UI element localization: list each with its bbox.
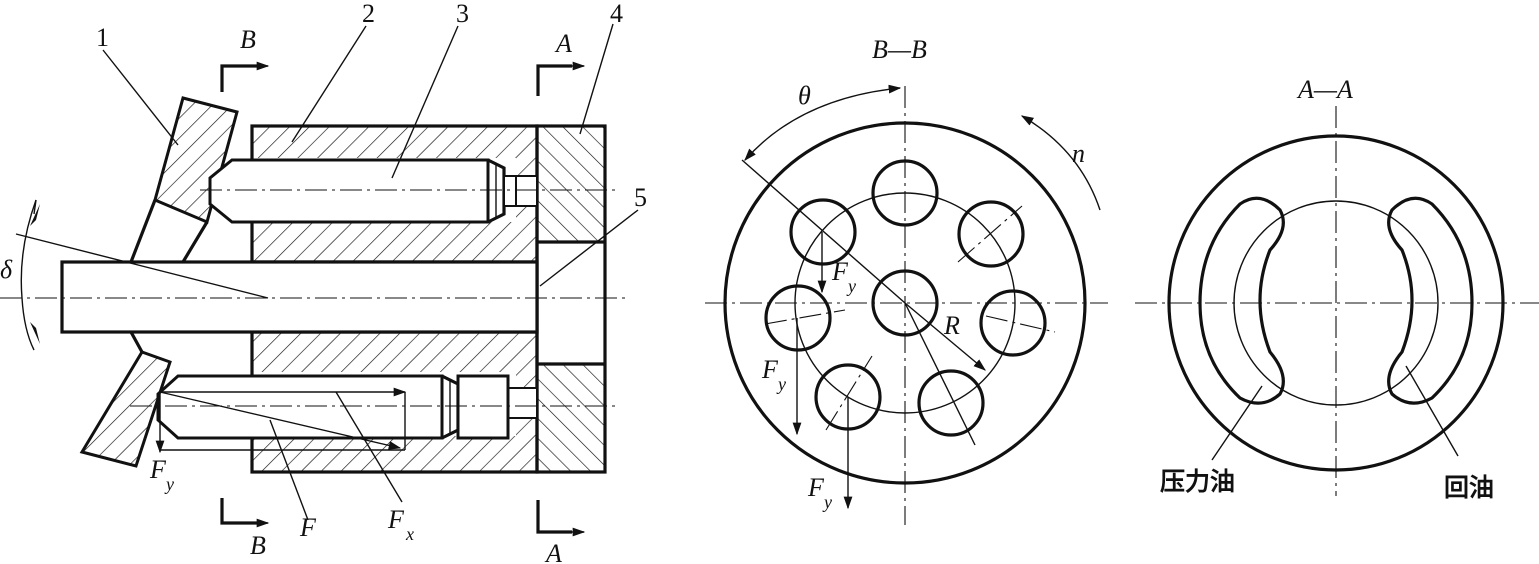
center-lines: [0, 189, 625, 407]
upper-piston: [208, 158, 517, 224]
svg-text:F: F: [807, 473, 825, 502]
label-section-a-bottom: A: [544, 539, 562, 564]
svg-text:F: F: [149, 455, 167, 484]
label-force-fy-3: F y: [807, 473, 832, 512]
return-oil-kidney-port: [1387, 196, 1474, 405]
label-bb-title: B—B: [872, 35, 927, 64]
label-force-fy-2: F y: [761, 355, 786, 394]
svg-text:y: y: [776, 374, 786, 394]
force-vectors: [155, 387, 407, 454]
drive-shaft: [60, 260, 539, 334]
label-pressure-oil: 压力油: [1160, 467, 1235, 496]
label-r: R: [943, 311, 960, 340]
section-marker-b: [220, 61, 270, 528]
svg-text:F: F: [387, 505, 405, 534]
svg-text:F: F: [761, 355, 779, 384]
leader-lines: [102, 23, 639, 521]
svg-text:y: y: [164, 474, 174, 494]
svg-text:F: F: [831, 257, 849, 286]
label-section-a-top: A: [554, 29, 572, 58]
label-part-1: 1: [96, 23, 109, 52]
svg-text:y: y: [846, 276, 856, 296]
label-force-fy-1: F y: [831, 257, 856, 296]
longitudinal-section: 1 2 3 4 5 B B A A δ F F x F y: [0, 0, 647, 564]
label-section-b-bottom: B: [250, 531, 266, 560]
pressure-oil-kidney-port: [1198, 196, 1285, 405]
label-return-oil: 回油: [1444, 473, 1494, 502]
bore-centerlines: [764, 205, 1056, 431]
label-force-fy-left: F y: [149, 455, 174, 494]
label-part-4: 4: [610, 0, 623, 28]
label-force-f: F: [299, 513, 317, 542]
label-aa-title: A—A: [1296, 75, 1353, 104]
label-section-b-top: B: [240, 25, 256, 54]
label-part-3: 3: [456, 0, 469, 28]
label-part-2: 2: [362, 0, 375, 28]
theta-arc: [744, 84, 902, 161]
rotation-arrow-n: [1020, 115, 1101, 211]
label-part-5: 5: [634, 183, 647, 212]
label-theta: θ: [798, 81, 811, 110]
label-n: n: [1072, 139, 1085, 168]
section-marker-a: [536, 61, 586, 537]
svg-text:x: x: [405, 524, 414, 544]
svg-text:y: y: [822, 492, 832, 512]
delta-angle: [20, 199, 40, 351]
bb-force-vectors: [741, 159, 986, 510]
section-aa-view: A—A 压力油 回油: [1135, 75, 1539, 502]
label-force-fx: F x: [387, 505, 414, 544]
label-delta: δ: [0, 255, 13, 284]
swash-plate: [79, 96, 239, 468]
section-bb-view: B—B θ n R F y F y F y: [705, 35, 1108, 525]
